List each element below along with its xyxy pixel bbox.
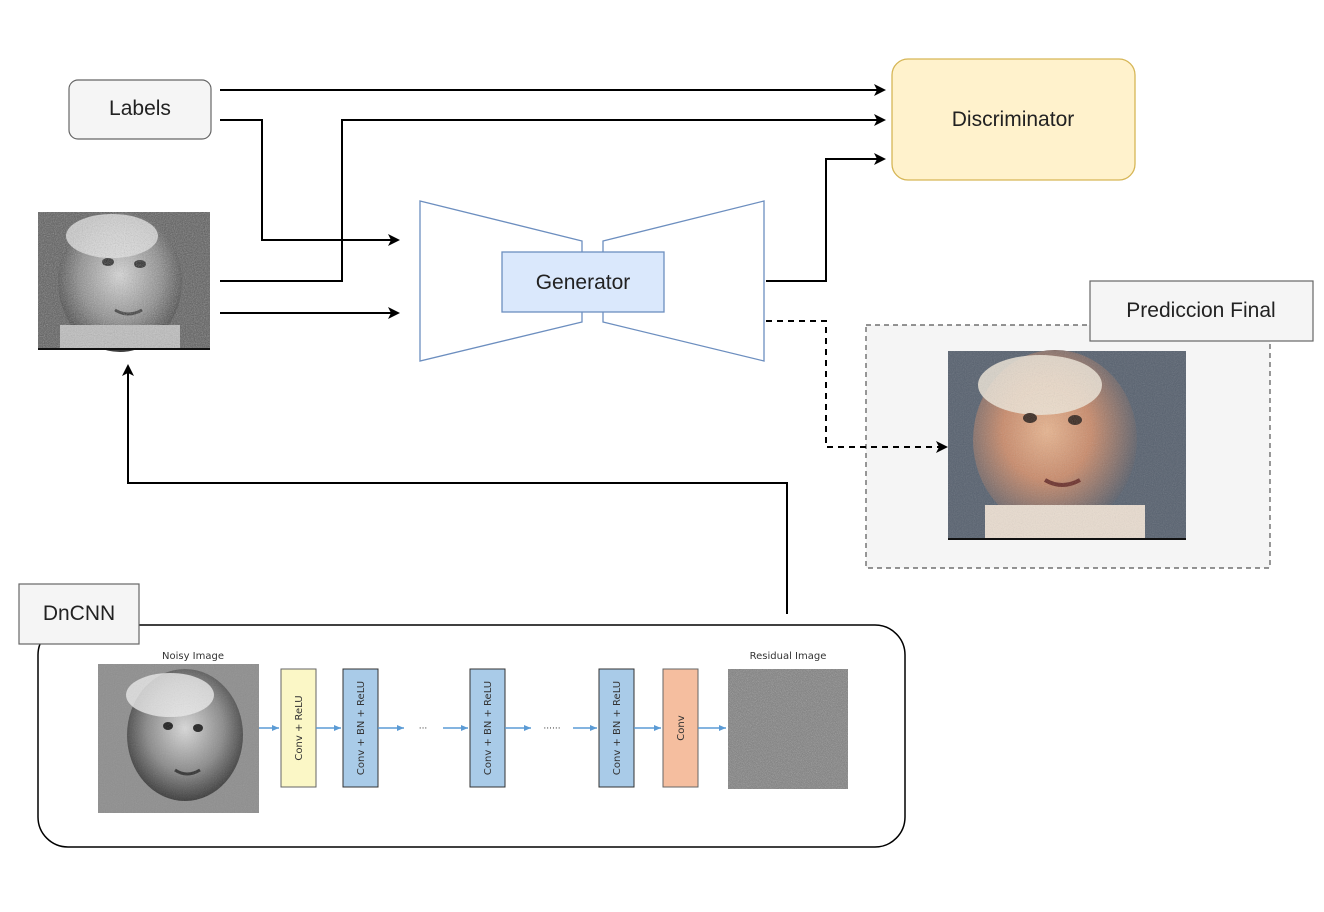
layer-conv-bn-relu-2-text: Conv + BN + ReLU [483,681,494,775]
generator-text: Generator [536,271,631,294]
discriminator-node: Discriminator [891,58,1136,181]
pipeline-ellipsis-1: ··· [419,724,428,734]
layer-conv-bn-relu-3 [598,668,635,788]
residual-image-thumbnail [728,669,848,789]
labels-text: Labels [109,97,171,120]
arrow-generator-to-prediction [766,320,948,453]
labels-node: Labels [68,79,212,140]
connectors [122,84,948,614]
arrow-photo-to-discriminator [220,114,886,282]
noisy-image-thumbnail [98,664,259,813]
arrow-labels-to-generator [220,119,400,246]
generator-node: Generator [419,200,765,362]
dncnn-block: DnCNN Noisy Image Conv + ReLU Conv + BN … [18,583,906,848]
pipeline-ellipsis-2: ······ [543,724,560,734]
layer-conv-text: Conv [676,715,687,740]
layer-conv [662,668,699,788]
layer-conv-relu [280,668,317,788]
arrow-generator-to-discriminator [766,153,886,282]
prediction-region: Prediccion Final [865,280,1314,569]
noisy-image-label: Noisy Image [162,651,224,662]
arrow-dncnn-to-photo [122,364,788,614]
layer-conv-bn-relu-1-text: Conv + BN + ReLU [356,681,367,775]
discriminator-text: Discriminator [952,108,1075,131]
prediction-label: Prediccion Final [1126,299,1275,322]
dncnn-label: DnCNN [43,602,115,625]
output-color-photo [948,350,1186,540]
input-noisy-photo [38,212,210,352]
layer-conv-bn-relu-3-text: Conv + BN + ReLU [612,681,623,775]
residual-image-label: Residual Image [750,651,827,662]
layer-conv-bn-relu-1 [342,668,379,788]
layer-conv-relu-text: Conv + ReLU [294,695,305,760]
layer-conv-bn-relu-2 [469,668,506,788]
